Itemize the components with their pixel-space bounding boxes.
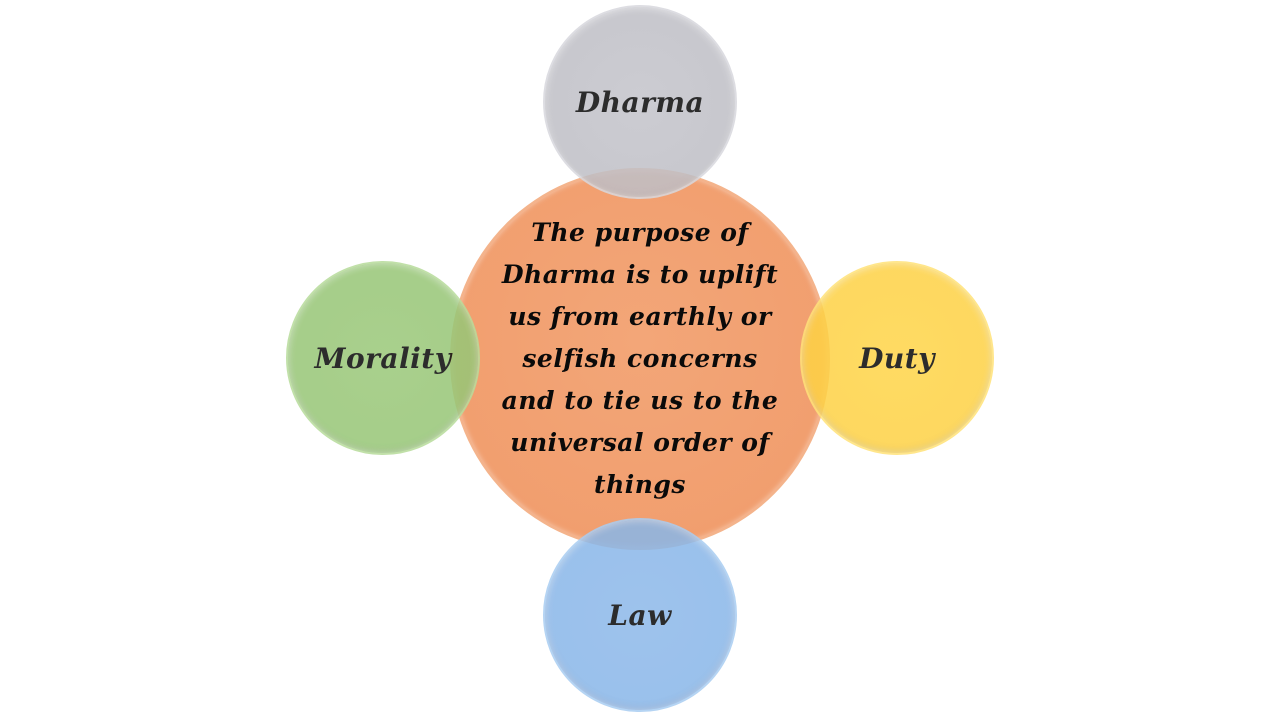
law-circle: Law <box>543 518 737 712</box>
law-label: Law <box>608 598 672 632</box>
dharma-label: Dharma <box>575 85 705 119</box>
duty-label: Duty <box>859 341 935 375</box>
center-text: The purpose of Dharma is to uplift us fr… <box>501 218 779 499</box>
dharma-circle: Dharma <box>543 5 737 199</box>
center-circle: The purpose of Dharma is to uplift us fr… <box>450 168 830 550</box>
duty-circle: Duty <box>800 261 994 455</box>
morality-label: Morality <box>314 341 452 375</box>
morality-circle: Morality <box>286 261 480 455</box>
